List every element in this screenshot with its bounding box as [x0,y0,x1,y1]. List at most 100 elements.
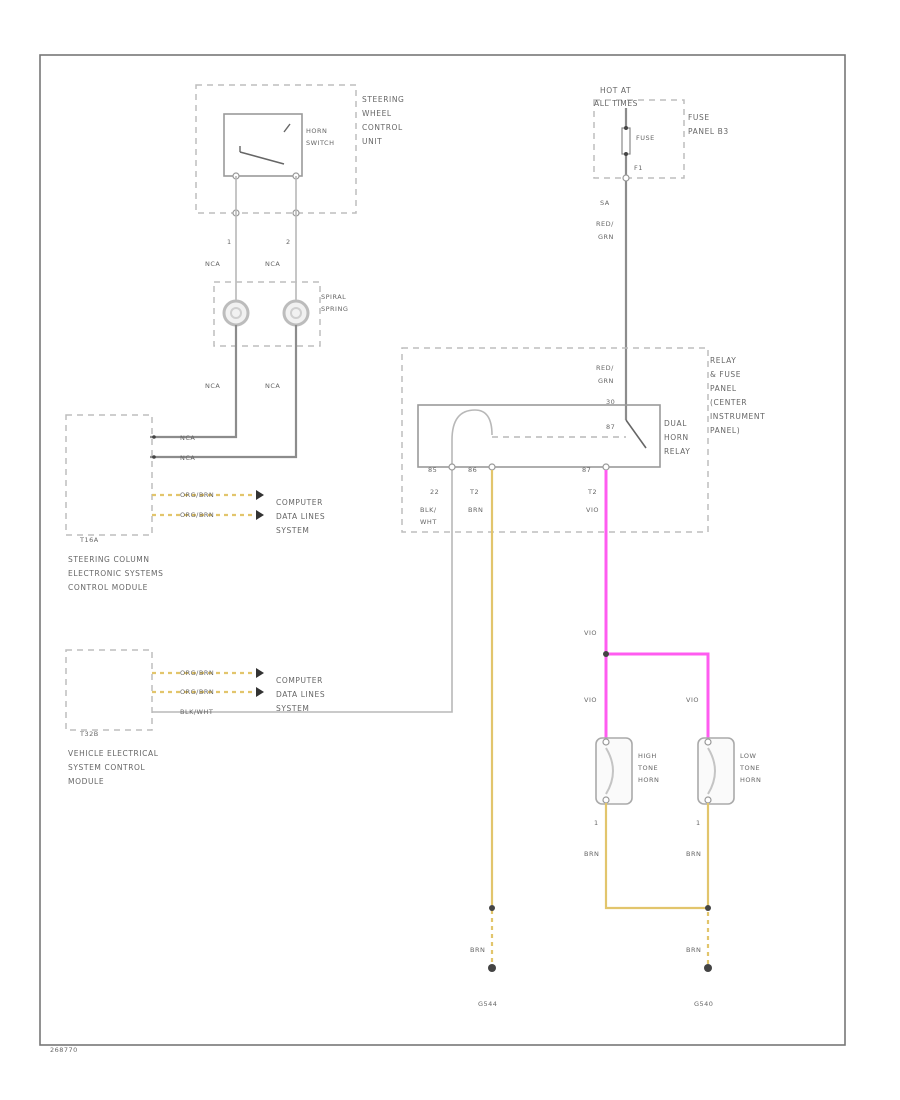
steering-wheel-control-unit-label-4: UNIT [362,137,382,146]
fuse-circuit-label: SA [600,199,610,207]
data-lines-1-arrow-a [256,490,264,500]
diagram-frame [39,54,846,1046]
spiral-spring-coil-right [282,299,310,327]
vio-label-low-horn: VIO [686,696,699,704]
low-tone-horn-label-2: TONE [739,764,760,772]
data-lines-1-arrow-b [256,510,264,520]
fuse-symbol [621,127,631,155]
data-lines-1-wire-a: ORG/BRN [180,491,214,499]
steering-column-module-label-1: STEERING COLUMN [68,555,150,564]
steering-wheel-control-unit-label-2: WHEEL [362,109,392,118]
relay-fuse-panel-label-3: PANEL [710,384,737,393]
inline-wire-label-2: NCA [180,454,195,462]
brn-label-relay: BRN [468,506,483,514]
data-lines-1-label-3[interactable]: SYSTEM [276,526,310,535]
vehicle-module-label-1: VEHICLE ELECTRICAL [68,749,159,758]
steering-column-module-label-2: ELECTRONIC SYSTEMS [68,569,164,578]
inline-wire-label-1: NCA [180,434,195,442]
steering-column-module-box [65,414,153,536]
steering-column-connector-label: T16A [79,536,99,544]
red-grn-label-1b: GRN [598,233,614,241]
relay-fuse-panel-label-4: (CENTER [710,398,747,407]
high-horn-pin-label: 1 [594,819,599,827]
low-horn-pin-label: 1 [696,819,701,827]
t2-left-label: T2 [469,488,479,496]
horn-pin-1-label: 1 [227,238,232,246]
hot-at-label-1: HOT AT [600,86,631,95]
fuse-label: FUSE [636,134,655,142]
ground-right-label: G540 [694,1000,713,1008]
fuse-panel-label-1: FUSE [688,113,710,122]
red-grn-label-2a: RED/ [596,364,614,372]
relay-fuse-panel-label-2: & FUSE [710,370,741,379]
ground-left-dot [488,964,496,972]
blk-wht-label-1: BLK/ [420,506,437,514]
low-tone-horn-label-1: LOW [740,752,757,760]
data-lines-2-arrow-a [256,668,264,678]
relay-pin-86-label: 86 [468,466,477,474]
red-grn-label-2b: GRN [598,377,614,385]
relay-fuse-panel-label-5: INSTRUMENT [710,412,765,421]
fuse-number-label: F1 [634,164,643,172]
vehicle-module-label-3: MODULE [68,777,104,786]
wire-nca-label-3: NCA [205,382,220,390]
wire-nca-label-1: NCA [205,260,220,268]
brn-label-ground-left: BRN [470,946,485,954]
relay-fuse-panel-box [401,347,709,533]
fuse-panel-label-2: PANEL B3 [688,127,729,136]
high-tone-horn-label-3: HORN [638,776,659,784]
vio-label-relay: VIO [586,506,599,514]
data-lines-2-label-3[interactable]: SYSTEM [276,704,310,713]
relay-pin-85-label: 85 [428,466,437,474]
data-lines-1-label-1[interactable]: COMPUTER [276,498,323,507]
blk-wht-label-2: WHT [420,518,437,526]
relay-fuse-panel-label-1: RELAY [710,356,736,365]
vehicle-module-label-2: SYSTEM CONTROL [68,763,146,772]
horn-switch-label-2: SWITCH [306,139,335,147]
spiral-spring-coil-left [222,299,250,327]
ground-right-dot [704,964,712,972]
dual-horn-relay-label-3: RELAY [664,447,690,456]
dual-horn-relay-symbol [417,404,661,468]
horn-switch-symbol [223,113,303,177]
hot-at-label-2: ALL TIMES [594,99,638,108]
relay-contact [625,419,647,449]
brn-label-high-horn: BRN [584,850,599,858]
footer-code: 268770 [50,1046,78,1054]
data-lines-2-wire-a: ORG/BRN [180,669,214,677]
data-lines-1-label-2[interactable]: DATA LINES [276,512,325,521]
blk-wht-inline-label: BLK/WHT [180,708,213,716]
steering-wheel-control-unit-label-3: CONTROL [362,123,403,132]
vehicle-connector-label: T32B [79,730,99,738]
t2-right-label: T2 [587,488,597,496]
vio-label-splice: VIO [584,629,597,637]
horn-switch-contact [239,151,285,165]
steering-wheel-control-unit-label-1: STEERING [362,95,404,104]
fuse-panel-box [593,99,685,179]
data-lines-2-wire-b: ORG/BRN [180,688,214,696]
pin-22-label: 22 [430,488,439,496]
high-tone-horn-label-1: HIGH [638,752,657,760]
relay-pin-87-bottom-label: 87 [582,466,591,474]
spiral-spring-box [213,281,321,347]
relay-pin-30-label: 30 [606,398,615,406]
spiral-spring-label-1: SPIRAL [321,293,346,301]
data-lines-2-label-2[interactable]: DATA LINES [276,690,325,699]
ground-left-label: G544 [478,1000,497,1008]
horn-switch-label-1: HORN [306,127,327,135]
steering-column-module-label-3: CONTROL MODULE [68,583,148,592]
data-lines-2-label-1[interactable]: COMPUTER [276,676,323,685]
spiral-spring-label-2: SPRING [321,305,348,313]
brn-label-ground-right: BRN [686,946,701,954]
relay-fuse-panel-label-6: PANEL) [710,426,740,435]
horn-pin-2-label: 2 [286,238,291,246]
high-tone-horn-label-2: TONE [637,764,658,772]
steering-wheel-control-unit-box [195,84,357,214]
dual-horn-relay-label-2: HORN [664,433,689,442]
wire-nca-label-4: NCA [265,382,280,390]
dual-horn-relay-label-1: DUAL [664,419,687,428]
relay-pin-87-label: 87 [606,423,615,431]
brn-label-low-horn: BRN [686,850,701,858]
vehicle-module-box [65,649,153,731]
